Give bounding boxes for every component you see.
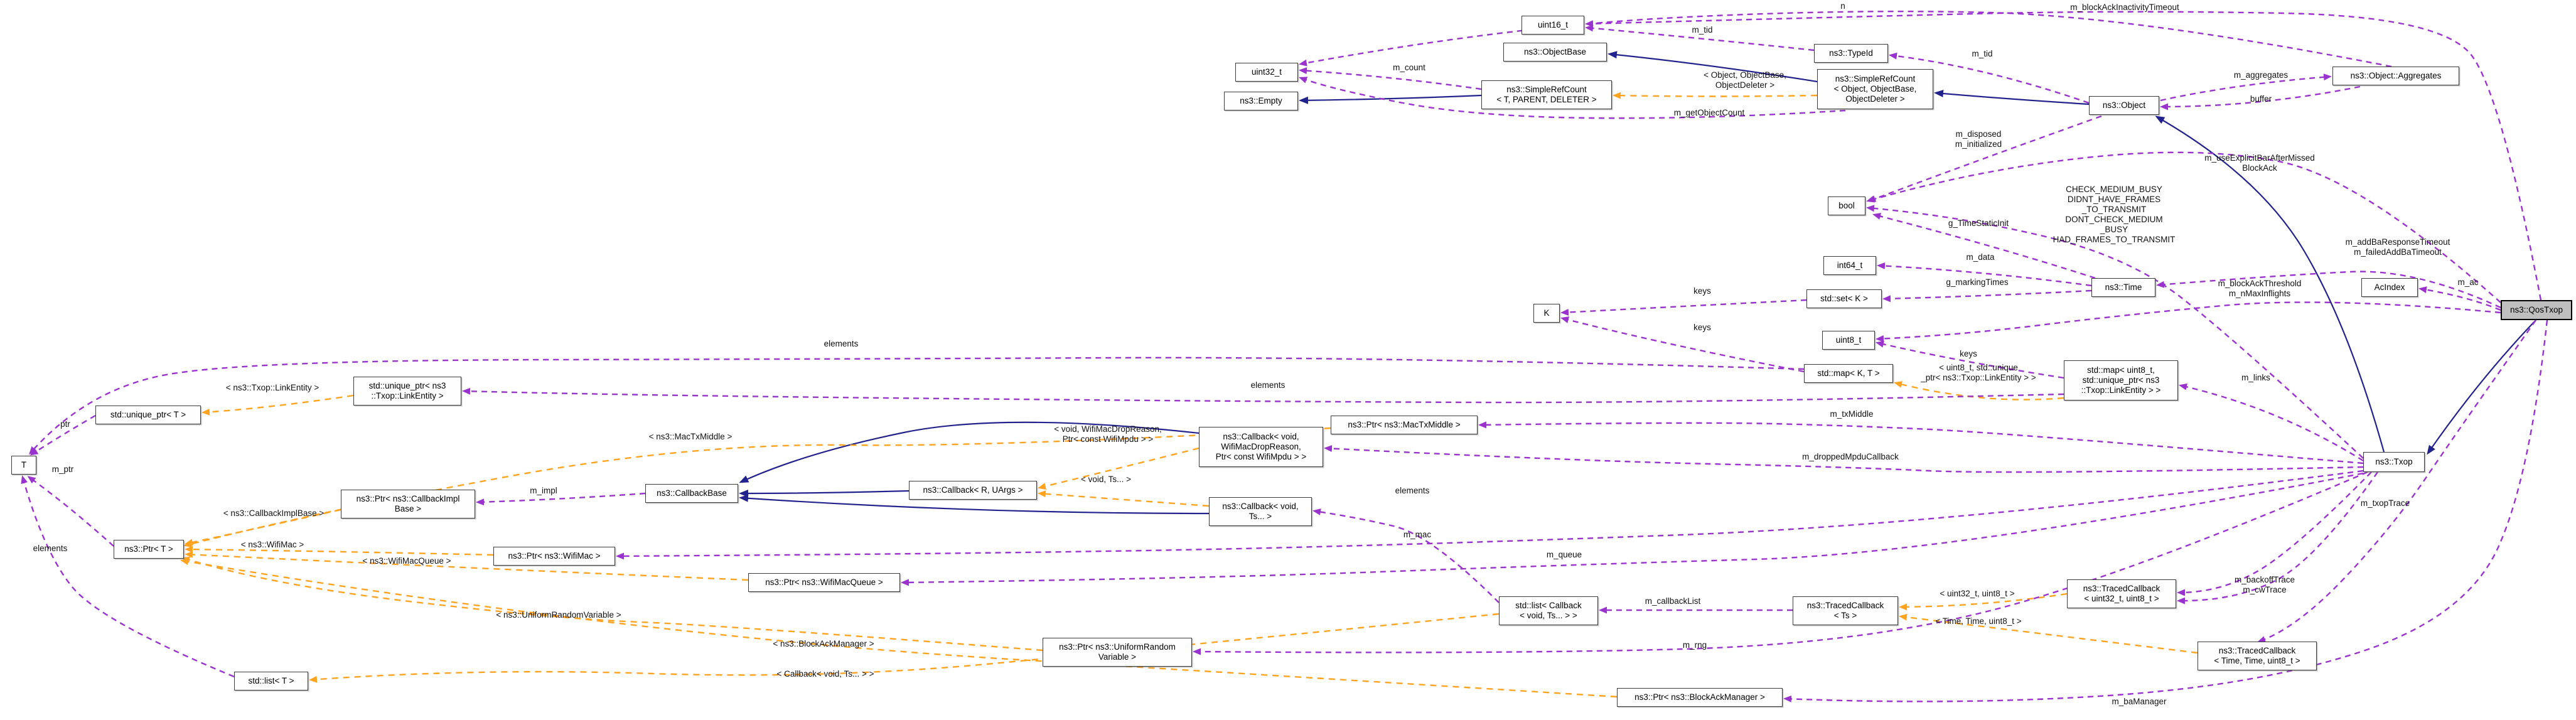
edge-txop-to-tc-uint — [2177, 471, 2378, 604]
edge-list-t-to-t — [21, 475, 235, 678]
edge-cb-void-to-callbackbase — [739, 494, 1210, 515]
edge-qostxop-to-txop — [2427, 320, 2536, 455]
edge-object-to-bool — [1867, 115, 2102, 202]
edge-txop-to-map-links — [2179, 383, 2364, 462]
edge-src-generic-to-uint32 — [1299, 67, 1482, 90]
edge-map-links-to-uptr-link — [462, 387, 2064, 404]
edge-ptr-t-to-t — [27, 476, 114, 547]
class-node-src-generic[interactable]: ns3::SimpleRefCount < T, PARENT, DELETER… — [1481, 80, 1612, 109]
edge-txop-to-ptr-urv — [1193, 471, 2368, 655]
class-node-bool[interactable]: bool — [1828, 196, 1865, 215]
edge-qostxop-to-acindex — [2418, 286, 2501, 311]
edge-ptr-macqueue-to-ptr-t — [185, 551, 749, 581]
edge-tc-uint-to-tc-generic — [1899, 593, 2068, 611]
edge-ptr-mactx-to-ptr-t — [183, 427, 1331, 547]
edge-map-links-to-uint8 — [1876, 340, 2064, 379]
edge-txop-to-object — [2155, 116, 2385, 453]
edge-list-cb-to-list-t — [309, 613, 1500, 683]
edge-object-to-aggregates — [2160, 73, 2332, 102]
class-node-tc-time[interactable]: ns3::TracedCallback < Time, Time, uint8_… — [2198, 642, 2317, 670]
edge-object-to-src-object — [1934, 90, 2090, 105]
edge-ptr-wifimac-to-ptr-t — [185, 545, 494, 556]
class-node-txop[interactable]: ns3::Txop — [2363, 452, 2425, 472]
class-node-callbackbase[interactable]: ns3::CallbackBase — [645, 484, 738, 503]
class-node-ptr-urv[interactable]: ns3::Ptr< ns3::UniformRandom Variable > — [1043, 638, 1192, 667]
class-node-list-t[interactable]: std::list< T > — [234, 672, 308, 690]
edge-callbackbase-to-ptr-cbimpl — [476, 492, 646, 506]
edge-uptr-link-to-uptr-t — [201, 394, 354, 416]
class-node-object[interactable]: ns3::Object — [2089, 96, 2159, 115]
class-node-list-cb[interactable]: std::list< Callback < void, Ts... > > — [1499, 596, 1598, 625]
class-node-map-kt[interactable]: std::map< K, T > — [1804, 364, 1893, 383]
edge-list-cb-to-cb-void — [1312, 508, 1500, 603]
edge-aggregates-to-object — [2160, 85, 2361, 110]
class-node-acindex[interactable]: AcIndex — [2361, 278, 2418, 297]
edge-src-object-to-uint32 — [1299, 77, 1846, 119]
class-node-k[interactable]: K — [1533, 304, 1560, 323]
edge-typeid-to-uint16 — [1585, 24, 1815, 51]
edge-ptr-urv-to-ptr-t — [181, 556, 1043, 652]
edge-src-object-to-objectbase — [1607, 51, 1818, 83]
edge-qostxop-to-tc-time — [2257, 320, 2536, 643]
edge-aggregates-to-uint32 — [1299, 11, 2392, 68]
class-node-uint32[interactable]: uint32_t — [1235, 63, 1298, 82]
edge-time-to-int64 — [1877, 262, 2092, 287]
edge-qostxop-to-uint8 — [1876, 301, 2501, 343]
class-node-uptr-link[interactable]: std::unique_ptr< ns3 ::Txop::LinkEntity … — [353, 377, 461, 406]
class-node-empty[interactable]: ns3::Empty — [1224, 92, 1298, 110]
edge-qostxop-to-ptr-bam — [1783, 320, 2548, 702]
class-node-cb-void[interactable]: ns3::Callback< void, Ts... > — [1209, 497, 1312, 526]
class-node-set[interactable]: std::set< K > — [1806, 289, 1882, 308]
edge-txop-to-ptr-macqueue — [901, 472, 2364, 586]
class-node-aggregates[interactable]: ns3::Object::Aggregates — [2332, 67, 2459, 85]
class-node-qostxop: ns3::QosTxop — [2501, 300, 2572, 320]
edge-qostxop-to-time — [2156, 271, 2501, 309]
class-node-ptr-cbimpl[interactable]: ns3::Ptr< ns3::CallbackImpl Base > — [341, 490, 475, 519]
edge-src-generic-to-empty — [1299, 94, 1482, 104]
class-node-uptr-t[interactable]: std::unique_ptr< T > — [95, 406, 201, 424]
edge-cb-generic-to-callbackbase — [739, 489, 910, 497]
class-node-uint16[interactable]: uint16_t — [1521, 16, 1584, 35]
class-node-cb-generic[interactable]: ns3::Callback< R, UArgs > — [909, 481, 1037, 500]
class-node-ptr-mactx[interactable]: ns3::Ptr< ns3::MacTxMiddle > — [1331, 416, 1478, 434]
class-node-uint8[interactable]: uint8_t — [1822, 331, 1875, 350]
class-node-cb-drop[interactable]: ns3::Callback< void, WifiMacDropReason, … — [1199, 427, 1323, 467]
edge-set-to-k — [1560, 299, 1807, 316]
class-node-map-links[interactable]: std::map< uint8_t, std::unique_ptr< ns3 … — [2064, 360, 2178, 400]
class-node-ptr-t[interactable]: ns3::Ptr< T > — [114, 540, 184, 559]
class-node-typeid[interactable]: ns3::TypeId — [1814, 44, 1888, 63]
edge-txop-to-ptr-wifimac — [616, 470, 2364, 560]
edge-ptr-bam-to-ptr-t — [180, 558, 1618, 698]
class-node-int64[interactable]: int64_t — [1823, 256, 1876, 275]
edge-txop-to-tc-uint — [2177, 471, 2372, 596]
class-node-tc-generic[interactable]: ns3::TracedCallback < Ts > — [1793, 596, 1898, 625]
edge-tc-time-to-tc-generic — [1899, 613, 2198, 654]
class-node-ptr-wifimac[interactable]: ns3::Ptr< ns3::WifiMac > — [493, 547, 615, 566]
class-node-tc-uint[interactable]: ns3::TracedCallback < uint32_t, uint8_t … — [2067, 579, 2176, 608]
edge-txop-to-cb-drop — [1324, 445, 2364, 473]
edge-txop-to-ptr-mactx — [1478, 421, 2364, 465]
class-node-time[interactable]: ns3::Time — [2091, 278, 2155, 297]
class-node-src-object[interactable]: ns3::SimpleRefCount < Object, ObjectBase… — [1817, 69, 1933, 109]
edge-src-object-to-src-generic — [1613, 92, 1818, 99]
edge-qostxop-to-uint16 — [1585, 11, 2542, 301]
edge-cb-void-to-cb-generic — [1038, 490, 1210, 507]
edge-map-kt-to-t — [29, 357, 1805, 455]
edge-map-links-to-map-kt — [1894, 381, 2064, 400]
edge-txop-to-bool — [1866, 205, 2364, 459]
edge-qostxop-to-bool — [1866, 151, 2501, 303]
edge-cb-drop-to-cb-generic — [1038, 447, 1199, 490]
class-node-ptr-bam[interactable]: ns3::Ptr< ns3::BlockAckManager > — [1617, 688, 1783, 707]
class-node-t[interactable]: T — [11, 456, 36, 475]
class-node-ptr-macqueue[interactable]: ns3::Ptr< ns3::WifiMacQueue > — [748, 573, 900, 592]
edge-time-to-set — [1882, 289, 2092, 303]
edge-cb-drop-to-callbackbase — [739, 421, 1199, 483]
class-node-objectbase[interactable]: ns3::ObjectBase — [1503, 43, 1607, 62]
